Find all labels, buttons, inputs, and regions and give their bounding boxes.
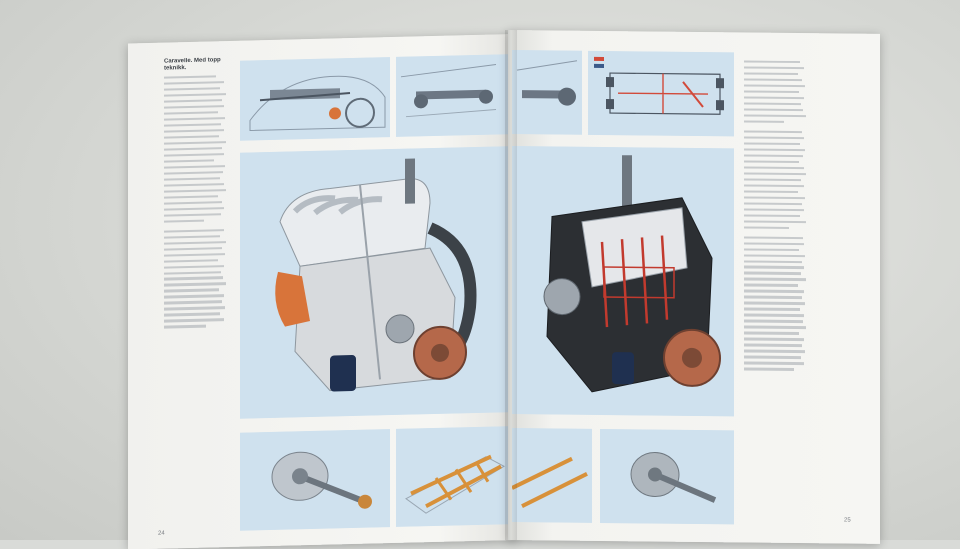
chassis-illustration-3 [512, 50, 582, 135]
brake-system-diagram [588, 50, 734, 137]
chassis-illustration-1 [240, 57, 390, 141]
book-gutter [505, 30, 517, 540]
frame-illustration-right [512, 428, 592, 523]
right-text-column [744, 60, 806, 521]
page-number-right: 25 [844, 517, 851, 524]
left-text-column: Caravelle. Med topp teknikk. [164, 57, 230, 419]
gearbox-illustration-right [600, 428, 734, 525]
page-number-left: 24 [158, 530, 165, 537]
engine-illustration-left [240, 146, 508, 419]
gearbox-illustration-left [240, 429, 390, 531]
left-page: Caravelle. Med topp teknikk. [128, 34, 516, 549]
engine-illustration-right [512, 146, 734, 417]
frame-illustration [396, 426, 508, 527]
chassis-illustration-2 [396, 54, 508, 137]
right-page: 25 [508, 30, 880, 544]
